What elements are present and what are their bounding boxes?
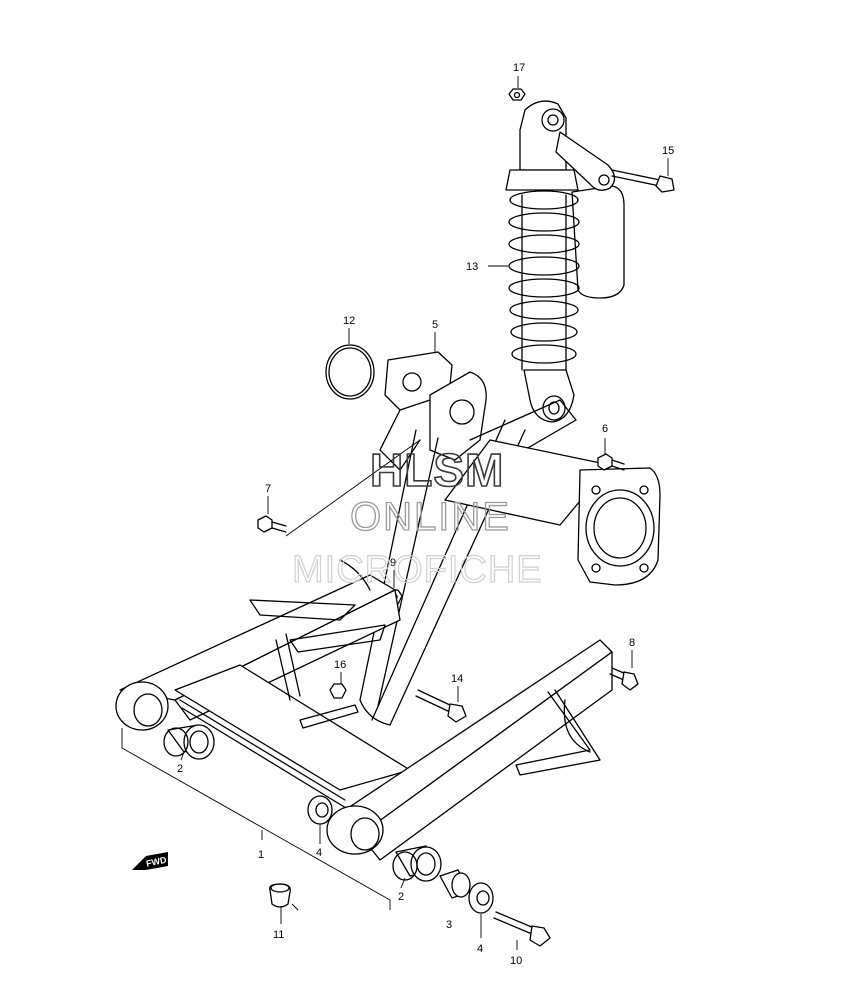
callout-2a: 2	[177, 763, 183, 775]
bolt-6[interactable]	[597, 453, 625, 471]
fwd-label: FWD	[145, 855, 168, 869]
o-ring-12[interactable]	[325, 344, 375, 400]
callout-4b: 4	[477, 943, 483, 955]
callout-3: 3	[446, 919, 452, 931]
bearing-2a[interactable]	[163, 724, 215, 760]
pivot-bolt-10[interactable]	[493, 911, 551, 947]
bolt-8[interactable]	[609, 667, 639, 691]
shock-bolt-15[interactable]	[611, 169, 675, 193]
callout-7: 7	[265, 483, 271, 495]
lower-pivot-housing[interactable]	[444, 439, 661, 586]
nut-16[interactable]	[329, 683, 347, 699]
callout-13: 13	[466, 261, 478, 273]
callout-8: 8	[629, 637, 635, 649]
callout-1: 1	[258, 849, 264, 861]
spacer-3[interactable]	[439, 869, 471, 899]
shock-nut-17[interactable]	[508, 88, 526, 101]
watermark-line-2: ONLINE	[350, 495, 511, 539]
callout-14: 14	[451, 673, 463, 685]
callout-12: 12	[343, 315, 355, 327]
cushion-lever-bracket[interactable]	[379, 351, 487, 471]
callout-5: 5	[432, 319, 438, 331]
callout-9: 9	[390, 557, 396, 569]
callout-4a: 4	[316, 847, 322, 859]
callout-2b: 2	[398, 891, 404, 903]
rear-shock-absorber[interactable]	[505, 100, 625, 423]
washer-4b[interactable]	[468, 882, 494, 914]
callout-10: 10	[510, 955, 522, 967]
callout-11: 11	[273, 929, 284, 941]
watermark: HLSM ONLINE MICROFICHE	[291, 443, 543, 591]
watermark-line-3: MICROFICHE	[292, 549, 543, 591]
bolt-14[interactable]	[415, 689, 467, 723]
watermark-line-1: HLSM	[370, 444, 504, 496]
callout-17: 17	[513, 62, 525, 74]
bearing-2b[interactable]	[392, 845, 442, 882]
callout-16: 16	[334, 659, 346, 671]
cap-11[interactable]	[269, 883, 291, 908]
forward-arrow-icon: FWD	[132, 852, 168, 870]
washer-4a[interactable]	[307, 795, 333, 825]
bolt-7[interactable]	[257, 515, 287, 533]
callout-numbers: 17 15 13 12 5 6 7 9 8 16 14 2 1 4 2 3 11…	[177, 62, 674, 967]
leader-lines	[121, 76, 669, 950]
callout-15: 15	[662, 145, 674, 157]
callout-6: 6	[602, 423, 608, 435]
swingarm[interactable]	[115, 559, 613, 861]
